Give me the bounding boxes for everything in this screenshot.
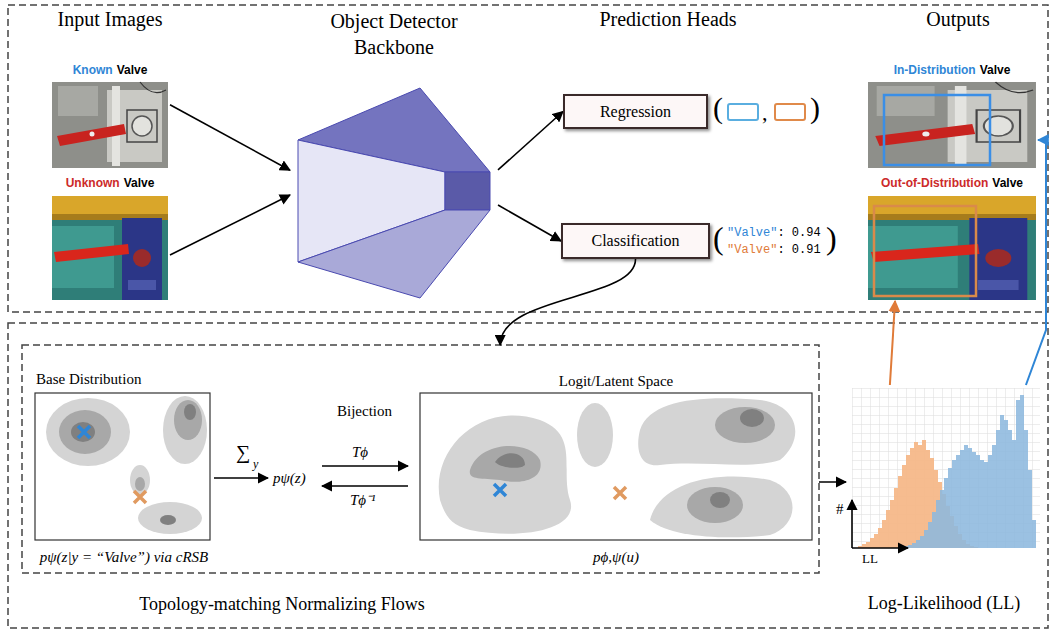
math-subscript: y xyxy=(253,457,258,471)
heading-row: Out-of-DistributionValve xyxy=(866,175,1038,191)
output-image: Out-of-DistributionValve xyxy=(866,175,1038,301)
bracket: ) xyxy=(810,90,820,126)
math-symbol: ∑ xyxy=(236,440,250,464)
image-caption: Out-of-Distribution xyxy=(881,175,988,191)
panel-caption: pϕ,ψ(u) xyxy=(415,548,817,567)
image-caption: Valve xyxy=(992,175,1023,191)
image-caption: Known xyxy=(73,62,113,78)
axis-label: LL xyxy=(862,551,878,567)
column-heading: Input Images xyxy=(58,6,163,32)
image-caption: Valve xyxy=(980,62,1011,78)
process-box: Classification xyxy=(561,223,710,259)
connector xyxy=(498,112,563,170)
connector xyxy=(170,105,290,170)
math-label: Tϕ xyxy=(352,443,368,462)
panel-heading: Logit/Latent Space xyxy=(415,372,817,391)
output-image: In-DistributionValve xyxy=(866,62,1038,168)
bracket: ( xyxy=(713,90,723,126)
bracket: ) xyxy=(826,219,837,257)
box-label: Regression xyxy=(565,96,706,127)
column-heading: Object Detector Backbone xyxy=(300,8,488,60)
backbone: Object Detector Backbone xyxy=(290,8,498,303)
image-caption: In-Distribution xyxy=(894,62,976,78)
distribution-panel: Base Distribution pψ(z|y = “Valve”) via c… xyxy=(24,366,224,568)
panel-caption: Topology-matching Normalizing Flows xyxy=(22,593,542,615)
image-caption: Valve xyxy=(117,62,148,78)
image-caption: Unknown xyxy=(66,175,120,191)
distribution-panel: Logit/Latent Space pϕ,ψ(u) xyxy=(415,366,817,568)
column-heading: Prediction Heads xyxy=(599,6,736,32)
class-name: "Valve" xyxy=(727,243,777,258)
panel-caption: pψ(z|y = “Valve”) via cRSB xyxy=(24,548,224,567)
connector xyxy=(170,195,290,255)
histogram: Log-Likelihood (LL) xyxy=(846,385,1042,620)
connector xyxy=(1026,140,1046,385)
math-label: Tϕ⁻¹ xyxy=(350,491,376,510)
axis-label: # xyxy=(836,500,844,518)
axis-caption: Log-Likelihood (LL) xyxy=(846,592,1042,614)
column-heading: Outputs xyxy=(926,6,989,32)
connector xyxy=(500,259,635,345)
bracket: ( xyxy=(713,219,724,257)
connector xyxy=(498,205,561,241)
heading-row: KnownValve xyxy=(50,62,170,78)
image-caption: Valve xyxy=(124,175,155,191)
heading-row: UnknownValve xyxy=(50,175,170,191)
score: : 0.91 xyxy=(777,243,820,258)
connector xyxy=(890,301,895,385)
separator: , xyxy=(762,100,768,126)
heading-row: In-DistributionValve xyxy=(866,62,1038,78)
panel-heading: Base Distribution xyxy=(36,370,216,389)
box-label: Classification xyxy=(563,225,708,257)
score: : 0.94 xyxy=(777,226,820,241)
math-label: Bijection xyxy=(337,402,392,421)
math-label: pψ(z) xyxy=(273,469,306,488)
class-name: "Valve" xyxy=(727,226,777,241)
input-image: UnknownValve xyxy=(50,175,170,302)
flow-panel: Topology-matching Normalizing Flows Base … xyxy=(22,345,819,620)
input-image: KnownValve xyxy=(50,62,170,169)
process-box: Regression xyxy=(563,94,708,129)
connector xyxy=(819,481,846,483)
